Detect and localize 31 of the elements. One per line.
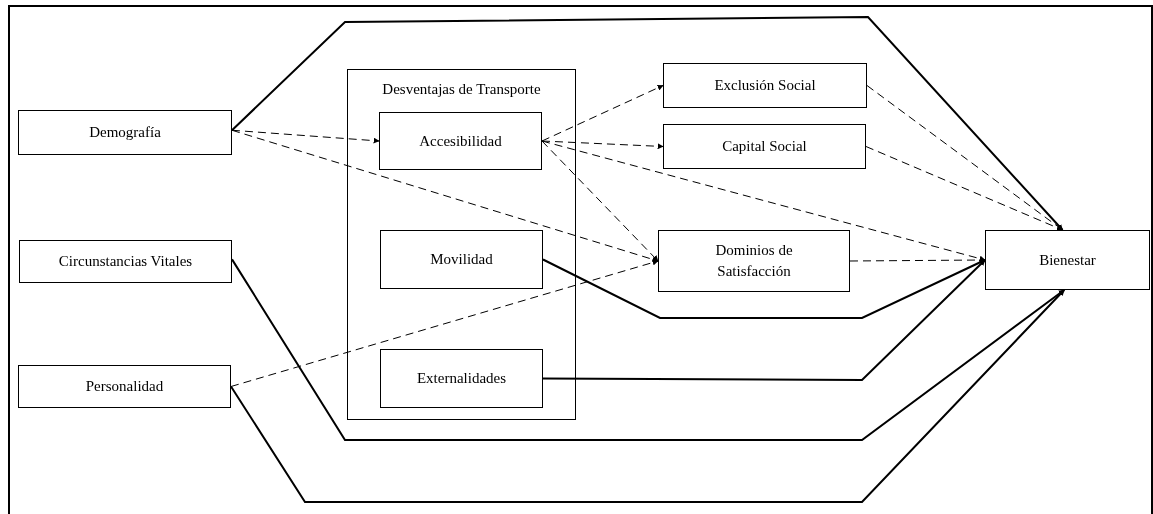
arrow (230, 259, 659, 387)
arrow (231, 16, 1064, 231)
arrow (866, 85, 1064, 231)
process-box (663, 63, 867, 108)
box-label: Circunstancias Vitales (58, 252, 193, 272)
box-label: Movilidad (430, 250, 493, 270)
process-box (658, 230, 850, 292)
arrow (541, 140, 986, 262)
box-label: Demografía (89, 123, 161, 143)
box-label: Exclusión Social (714, 76, 816, 96)
process-box (379, 112, 542, 170)
box-label: Bienestar (1039, 250, 1096, 270)
box-label: Capital Social (722, 137, 807, 157)
process-box (663, 124, 866, 169)
process-box (19, 240, 232, 283)
process-box (380, 230, 543, 289)
process-box (985, 230, 1150, 290)
group-title: Desventajas de Transporte (381, 80, 542, 99)
arrow (849, 257, 986, 264)
box-label: Externalidades (416, 369, 507, 389)
arrow (541, 85, 664, 142)
box-label: Dominios de Satisfacción (714, 241, 794, 281)
group-box (347, 69, 576, 420)
process-box (18, 110, 232, 155)
process-box (18, 365, 231, 408)
process-box (380, 349, 543, 408)
arrow (542, 259, 986, 381)
box-label: Accesibilidad (419, 131, 502, 151)
arrow (230, 289, 1066, 503)
box-label: Personalidad (85, 377, 164, 397)
arrow (541, 140, 659, 262)
